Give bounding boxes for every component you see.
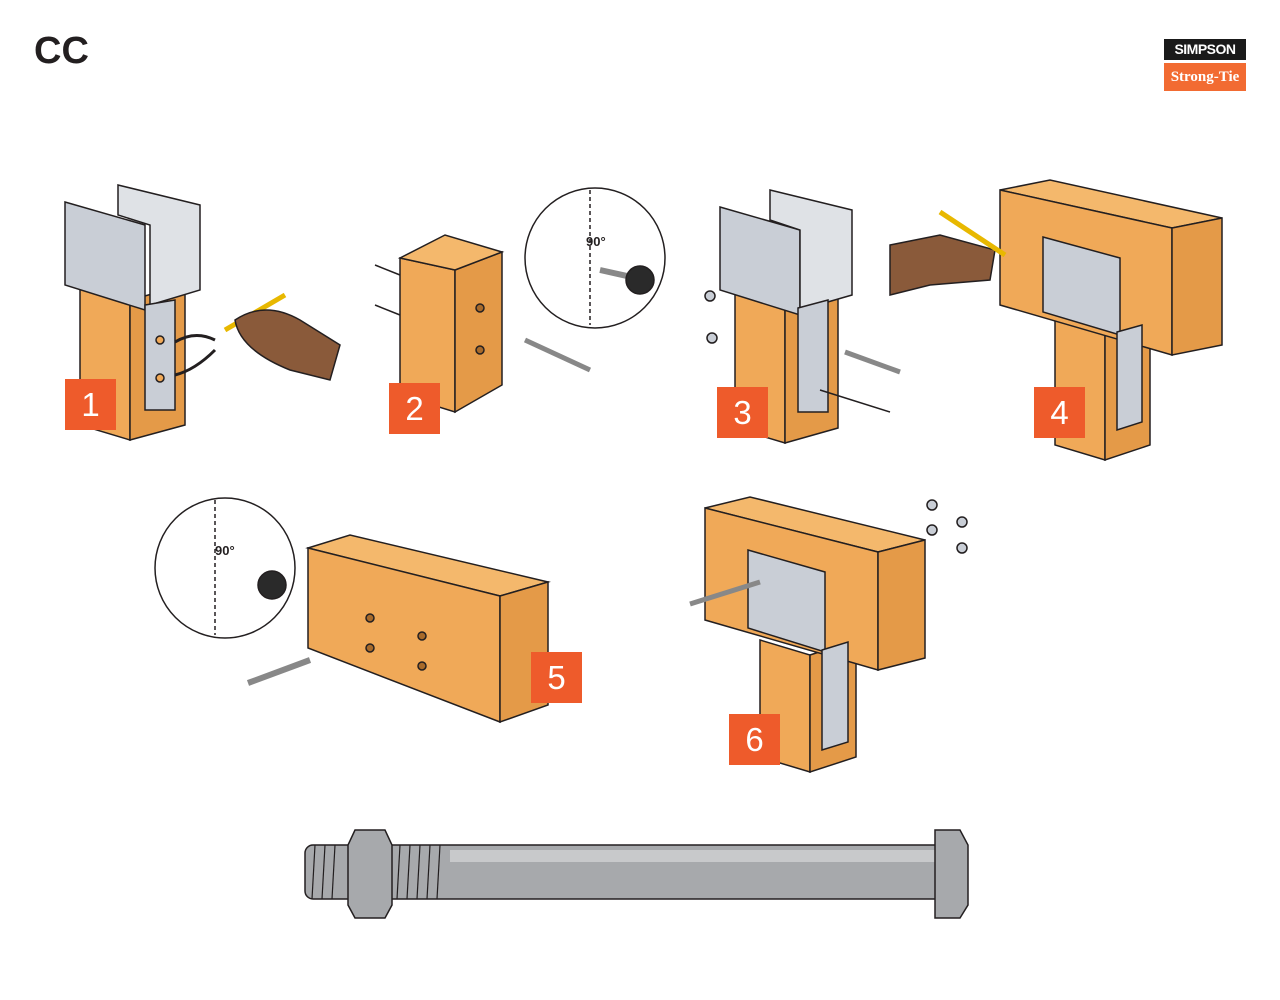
logo-line1: SIMPSON (1164, 39, 1246, 60)
step-2-badge: 2 (389, 383, 440, 434)
step-4-badge: 4 (1034, 387, 1085, 438)
page-title: CC (34, 30, 89, 72)
angle-label: 90° (215, 543, 235, 558)
step-1-illustration (64, 184, 341, 442)
step-3-badge: 3 (717, 387, 768, 438)
step-5-badge: 5 (531, 652, 582, 703)
step-4-illustration (889, 179, 1223, 462)
step-6-badge: 6 (729, 714, 780, 765)
simpson-strong-tie-logo: SIMPSON Strong-Tie (1164, 39, 1246, 91)
step-1-badge: 1 (65, 379, 116, 430)
bolt-illustration (304, 829, 969, 919)
step-3-illustration (704, 189, 901, 445)
logo-line2: Strong-Tie (1164, 63, 1246, 91)
step-2-illustration: 90° (374, 187, 666, 414)
step-5-illustration: 90° (154, 497, 551, 724)
angle-label: 90° (586, 234, 606, 249)
